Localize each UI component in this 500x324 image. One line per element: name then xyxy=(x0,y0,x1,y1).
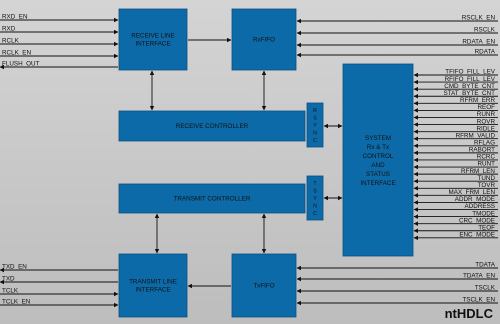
system-control-status-interface-block xyxy=(342,63,414,257)
tsync-block xyxy=(306,175,324,221)
system-control-status-interface-block-label-3: AND xyxy=(371,162,385,169)
system-control-status-interface-block-label-2: CONTROL xyxy=(363,153,394,160)
signal-label-rxd: RXD xyxy=(2,26,16,33)
tsync-block-label-2: Y xyxy=(313,196,317,202)
signal-label-tsclk_en: TSCLK_EN xyxy=(462,297,495,304)
brand-title: ntHDLC xyxy=(445,306,494,321)
signal-label-tfifo_fill_lev: TFIFO_FILL_LEV xyxy=(445,69,495,76)
signal-label-rfrm_len: RFRM_LEN xyxy=(461,168,495,175)
rsync-block-label-3: N xyxy=(313,131,317,137)
signal-label-rovr: ROVR xyxy=(477,118,496,125)
signal-label-runr: RUNR xyxy=(477,111,496,118)
signal-label-rsclk_en: RSCLK_EN xyxy=(462,15,496,22)
signal-label-flush_out: FLUSH_OUT xyxy=(2,61,40,68)
receive-controller-block xyxy=(118,110,306,142)
rsync-block-label-0: R xyxy=(313,108,317,114)
signal-label-rfifo_fill_lev: RFIFO_FILL_LEV xyxy=(445,76,496,83)
signal-label-address: ADDRESS xyxy=(465,203,495,210)
rsync-block-label-1: S xyxy=(313,116,317,122)
transmit-line-interface-block-label-1: INTERFACE xyxy=(135,287,170,294)
signal-label-rsclk: RSCLK xyxy=(474,27,496,34)
signal-label-cmd_byte_cnt: CMD_BYTE_CNT xyxy=(444,83,495,90)
rsync-block-label-2: Y xyxy=(313,123,317,129)
system-control-status-interface-block-label-5: INTERFACE xyxy=(360,180,395,187)
signal-label-tclk_en: TCLK_EN xyxy=(2,299,31,306)
system-control-status-interface-block-label-1: Rx & Tx xyxy=(367,144,390,151)
rsync-block-label-4: C xyxy=(313,138,317,144)
signal-label-runt: RUNT xyxy=(478,161,496,168)
receive-line-interface-block xyxy=(118,8,188,71)
signal-label-rclk: RCLK xyxy=(2,38,20,45)
tsync-block-label-1: S xyxy=(313,189,317,195)
signal-label-txd: TXD xyxy=(2,276,15,283)
transmit-line-interface-block xyxy=(118,253,188,318)
signal-label-tmode: TMODE xyxy=(472,210,495,217)
signal-label-rclk_en: RCLK_EN xyxy=(2,50,31,57)
signal-label-reof: REOF xyxy=(478,104,496,111)
signal-label-teof: TEOF xyxy=(478,224,495,231)
rxfifo-block-label-0: RxFIFO xyxy=(253,37,275,44)
signal-label-rflag: RFLAG xyxy=(474,140,495,147)
tsync-block-label-3: N xyxy=(313,204,317,210)
signal-label-tovr: TOVR xyxy=(478,182,496,189)
tsync-block-label-0: T xyxy=(313,181,317,187)
signal-label-rdata: RDATA xyxy=(475,49,496,56)
txfifo-block xyxy=(231,253,297,318)
transmit-line-interface-block-label-0: TRANSMIT LINE xyxy=(129,279,177,286)
transmit-controller-block xyxy=(118,183,306,214)
signal-label-rfrm_err: RFRM_ERR xyxy=(460,97,495,104)
transmit-controller-block-label-0: TRANSMIT CONTROLLER xyxy=(174,196,251,203)
txfifo-block-label-0: TxFIFO xyxy=(253,283,274,290)
signal-label-ridle: RIDLE xyxy=(476,125,495,132)
signal-label-rdata_en: RDATA_EN xyxy=(462,39,495,46)
signal-label-rxd_en: RXD_EN xyxy=(2,14,28,21)
receive-line-interface-block-label-0: RECEIVE LINE xyxy=(131,33,174,40)
system-control-status-interface-block-label-4: STATUS xyxy=(366,171,390,178)
signal-label-addr_mode: ADDR_MODE xyxy=(455,196,495,203)
signal-label-tdata_en: TDATA_EN xyxy=(463,273,495,280)
tsync-block-label-4: C xyxy=(313,211,317,217)
system-control-status-interface-block-label-0: SYSTEM xyxy=(365,135,391,142)
signal-label-enc_mode: ENC_MODE xyxy=(459,232,495,239)
signal-label-rfrm_valid: RFRM_VALID xyxy=(456,132,496,139)
signal-label-tsclk: TSCLK xyxy=(475,285,496,292)
signal-label-tdata: TDATA xyxy=(475,262,496,269)
signal-label-tclk: TCLK xyxy=(2,288,19,295)
signal-label-max_frm_len: MAX_FRM_LEN xyxy=(448,189,495,196)
signal-label-crc_mode: CRC_MODE xyxy=(459,217,495,224)
signal-label-rabort: RABORT xyxy=(469,147,495,154)
signal-label-txd_en: TXD_EN xyxy=(2,264,27,271)
signal-label-rcrc: RCRC xyxy=(477,154,496,161)
rxfifo-block xyxy=(231,8,297,71)
rsync-block xyxy=(306,102,324,148)
receive-line-interface-block-label-1: INTERFACE xyxy=(135,41,170,48)
signal-label-tund: TUND xyxy=(478,175,496,182)
signal-label-stat_byte_cnt: STAT_BYTE_CNT xyxy=(443,90,495,97)
receive-controller-block-label-0: RECEIVE CONTROLLER xyxy=(176,123,249,130)
